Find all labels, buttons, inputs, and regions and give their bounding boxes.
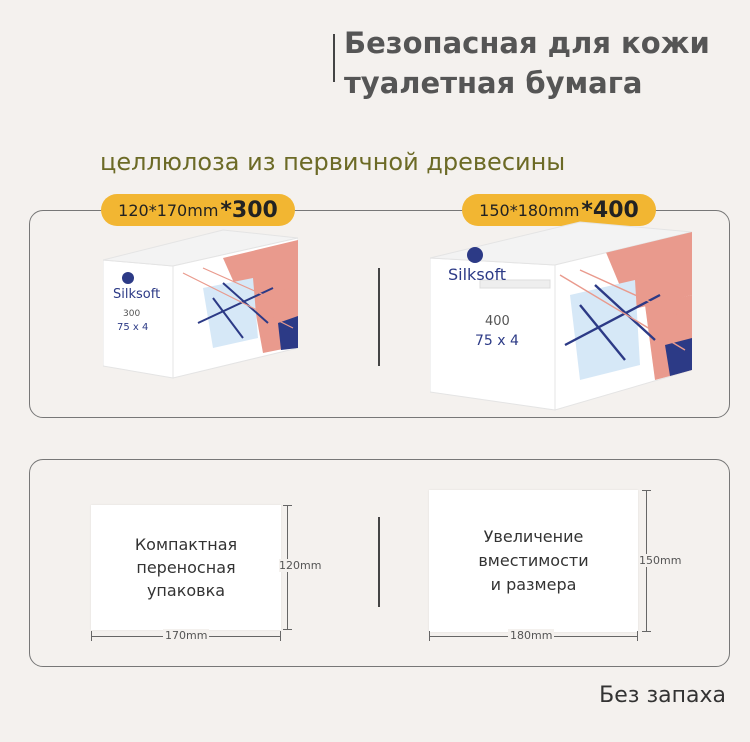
width-dimension-cap-right-small <box>280 631 281 641</box>
height-label-small: 120mm <box>279 559 322 572</box>
cards-divider <box>378 517 380 607</box>
products-divider <box>378 268 380 366</box>
size-badge-large-count: *400 <box>581 197 639 223</box>
width-dimension-cap-right-large <box>637 631 638 641</box>
width-label-small: 170mm <box>163 629 210 642</box>
height-dimension-cap-top-large <box>642 490 651 491</box>
width-label-large: 180mm <box>508 629 555 642</box>
width-dimension-cap-left-large <box>429 631 430 641</box>
tissue-pack-large-image: Silksoft 400 75 x 4 <box>430 221 692 411</box>
height-dimension-cap-bottom-small <box>283 629 292 630</box>
pack-sheets-large: 400 <box>485 314 510 329</box>
footer-note: Без запаха <box>599 683 726 708</box>
height-dimension-cap-top-small <box>283 505 292 506</box>
tissue-pack-small-image: Silksoft 300 75 x 4 <box>103 229 298 379</box>
pack-sheets-small: 300 <box>123 309 140 319</box>
pack-brand-small: Silksoft <box>113 287 160 302</box>
size-card-compact: Компактная переносная упаковка <box>91 505 281 630</box>
pack-multiplier-small: 75 x 4 <box>117 322 148 333</box>
page-title-line-2: туалетная бумага <box>344 66 643 100</box>
width-dimension-cap-left-small <box>91 631 92 641</box>
height-label-large: 150mm <box>639 554 682 567</box>
size-card-enlarged: Увеличение вместимости и размера <box>429 490 638 632</box>
page-subtitle: целлюлоза из первичной древесины <box>100 148 566 176</box>
pack-multiplier-large: 75 x 4 <box>475 333 519 349</box>
size-comparison-frame <box>29 459 730 667</box>
products-frame <box>29 210 730 418</box>
size-card-enlarged-text: Увеличение вместимости и размера <box>478 527 589 594</box>
size-badge-small-dimensions: 120*170mm <box>118 200 219 220</box>
title-accent-bar <box>333 34 335 82</box>
pack-brand-large: Silksoft <box>448 265 506 284</box>
height-dimension-cap-bottom-large <box>642 631 651 632</box>
size-card-compact-text: Компактная переносная упаковка <box>134 535 238 600</box>
size-badge-large-dimensions: 150*180mm <box>479 200 580 220</box>
size-badge-large: 150*180mm *400 <box>462 194 656 226</box>
size-badge-small-count: *300 <box>220 197 278 223</box>
page-title-line-1: Безопасная для кожи <box>344 26 710 60</box>
size-badge-small: 120*170mm *300 <box>101 194 295 226</box>
